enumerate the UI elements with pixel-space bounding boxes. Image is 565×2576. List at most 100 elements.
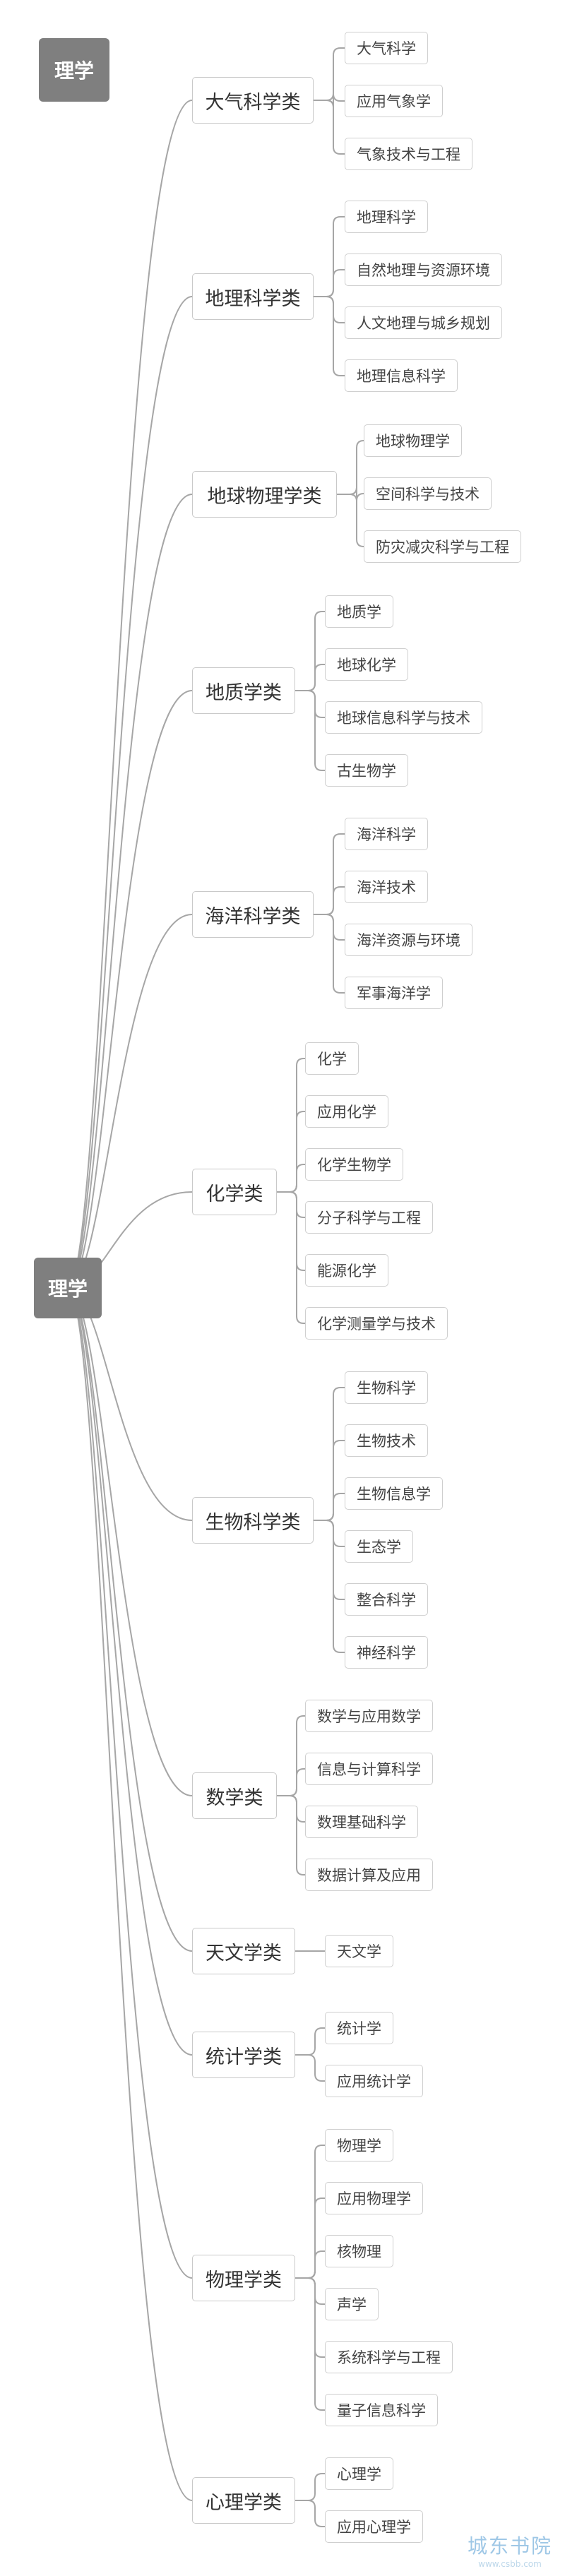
subject-leaf-node: 大气科学 (345, 32, 428, 64)
category-node: 地球物理学类 (192, 471, 337, 518)
category-node: 生物科学类 (192, 1497, 314, 1544)
subject-leaf-node: 防灾减灾科学与工程 (364, 530, 521, 563)
subject-leaf-node: 气象技术与工程 (345, 138, 472, 170)
category-node: 化学类 (192, 1169, 277, 1215)
root-to-category-line (67, 1287, 193, 2501)
subject-leaf-node: 量子信息科学 (325, 2394, 438, 2426)
category-to-leaf-line (307, 2500, 325, 2527)
category-to-leaf-line (289, 1768, 305, 1796)
root-to-category-line (67, 690, 193, 1289)
subject-leaf-node: 信息与计算科学 (305, 1753, 433, 1785)
category-to-leaf-line (307, 2054, 325, 2082)
category-to-leaf-line (326, 100, 345, 155)
subject-leaf-node: 数理基础科学 (305, 1806, 418, 1838)
category-to-leaf-line (326, 216, 345, 297)
category-to-leaf-line (307, 2277, 325, 2358)
subject-leaf-node: 化学 (305, 1042, 359, 1075)
subject-leaf-node: 古生物学 (325, 754, 408, 787)
category-to-leaf-line (289, 1795, 305, 1876)
subject-leaf-node: 神经科学 (345, 1636, 428, 1669)
subject-leaf-node: 地理信息科学 (345, 359, 458, 392)
subject-leaf-node: 生物信息学 (345, 1477, 443, 1510)
category-to-leaf-line (326, 886, 345, 915)
subject-leaf-node: 地质学 (325, 595, 393, 628)
category-to-leaf-line (307, 611, 325, 691)
subject-leaf-node: 核物理 (325, 2235, 393, 2267)
category-node: 物理学类 (192, 2255, 295, 2301)
subject-leaf-node: 空间科学与技术 (364, 477, 492, 510)
category-to-leaf-line (307, 690, 325, 771)
category-to-leaf-line (326, 269, 345, 297)
root-to-category-line (67, 1287, 193, 1521)
category-to-leaf-line (326, 914, 345, 994)
corner-title-badge: 理学 (39, 38, 109, 102)
subject-leaf-node: 统计学 (325, 2012, 393, 2044)
category-to-leaf-line (307, 2027, 325, 2056)
subject-leaf-node: 生物技术 (345, 1424, 428, 1457)
subject-leaf-node: 应用气象学 (345, 85, 443, 117)
category-to-leaf-line (326, 914, 345, 941)
subject-leaf-node: 应用统计学 (325, 2065, 423, 2097)
root-to-category-line (67, 1287, 193, 1796)
subject-leaf-node: 地球信息科学与技术 (325, 701, 482, 734)
category-node: 心理学类 (192, 2477, 295, 2524)
category-to-leaf-line (326, 1440, 345, 1521)
subject-leaf-node: 天文学 (325, 1935, 393, 1967)
category-to-leaf-line (307, 2473, 325, 2501)
category-node: 大气科学类 (192, 77, 314, 124)
category-to-leaf-line (326, 296, 345, 323)
subject-leaf-node: 数学与应用数学 (305, 1700, 433, 1732)
category-node: 地质学类 (192, 667, 295, 714)
subject-leaf-node: 分子科学与工程 (305, 1201, 433, 1234)
category-to-leaf-line (289, 1164, 305, 1193)
subject-leaf-node: 人文地理与城乡规划 (345, 306, 502, 339)
category-to-leaf-line (326, 1520, 345, 1547)
subject-leaf-node: 整合科学 (345, 1583, 428, 1616)
root-to-category-line (67, 296, 193, 1289)
subject-leaf-node: 应用心理学 (325, 2510, 423, 2543)
category-to-leaf-line (326, 1387, 345, 1521)
category-to-leaf-line (326, 1520, 345, 1600)
category-node: 天文学类 (192, 1928, 295, 1974)
category-node: 海洋科学类 (192, 891, 314, 938)
subject-leaf-node: 化学测量学与技术 (305, 1307, 448, 1340)
category-node: 地理科学类 (192, 273, 314, 320)
category-to-leaf-line (349, 487, 364, 501)
subject-leaf-node: 系统科学与工程 (325, 2341, 453, 2373)
category-to-leaf-line (349, 440, 364, 495)
subject-leaf-node: 生物科学 (345, 1371, 428, 1404)
subject-leaf-node: 应用物理学 (325, 2182, 423, 2214)
category-to-leaf-line (326, 1520, 345, 1653)
category-node: 统计学类 (192, 2032, 295, 2078)
category-to-leaf-line (307, 664, 325, 691)
subject-leaf-node: 心理学 (325, 2457, 393, 2490)
subject-leaf-node: 地球化学 (325, 648, 408, 681)
subject-leaf-node: 海洋技术 (345, 871, 428, 903)
subject-leaf-node: 地球物理学 (364, 424, 462, 457)
category-to-leaf-line (349, 494, 364, 547)
category-to-leaf-line (307, 2198, 325, 2279)
subject-leaf-node: 声学 (325, 2288, 379, 2320)
watermark: 城东书院 www.csbb.com (467, 2534, 552, 2569)
root-to-category-line (67, 914, 193, 1289)
subject-leaf-node: 能源化学 (305, 1254, 388, 1287)
subject-leaf-node: 应用化学 (305, 1095, 388, 1128)
subject-leaf-node: 军事海洋学 (345, 977, 443, 1009)
root-to-category-line (67, 1287, 193, 2279)
category-to-leaf-line (307, 2277, 325, 2305)
category-to-leaf-line (307, 2277, 325, 2411)
category-to-leaf-line (326, 47, 345, 101)
subject-leaf-node: 地理科学 (345, 201, 428, 233)
category-to-leaf-line (326, 833, 345, 915)
subject-leaf-node: 数据计算及应用 (305, 1859, 433, 1891)
root-to-category-line (67, 100, 193, 1289)
category-to-leaf-line (307, 690, 325, 718)
category-to-leaf-line (326, 296, 345, 376)
category-to-leaf-line (326, 1493, 345, 1521)
root-to-category-line (67, 494, 193, 1289)
subject-leaf-node: 自然地理与资源环境 (345, 254, 502, 286)
root-to-category-line (67, 1287, 193, 2056)
subject-leaf-node: 物理学 (325, 2129, 393, 2161)
category-to-leaf-line (307, 2145, 325, 2279)
